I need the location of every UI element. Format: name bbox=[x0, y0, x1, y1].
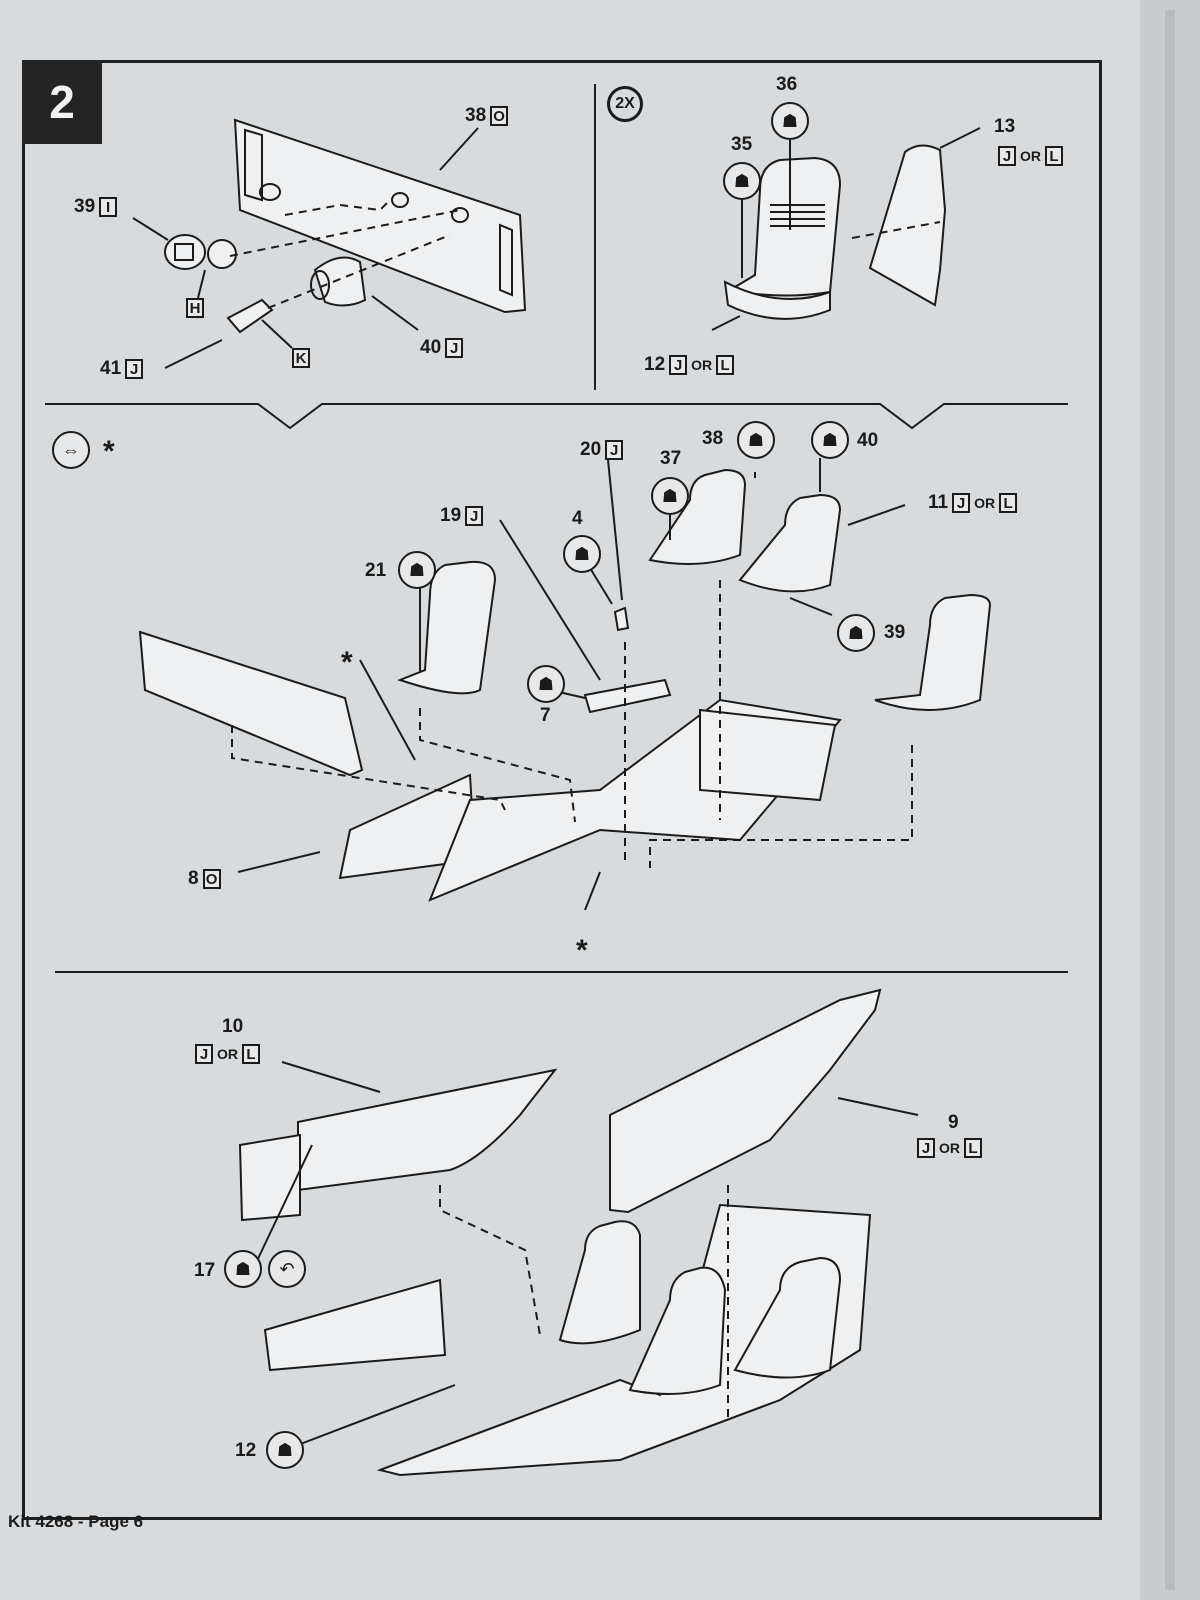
console-19 bbox=[583, 678, 672, 714]
paint-icon: ☗ bbox=[723, 162, 761, 200]
page-footer: Kit 4268 - Page 6 bbox=[8, 1512, 144, 1531]
part-label-9-number: 9 bbox=[948, 1112, 959, 1133]
paint-ref-12: 12 bbox=[235, 1440, 257, 1461]
paint-ref-35: 35 bbox=[731, 134, 753, 155]
shifter-20 bbox=[613, 606, 630, 632]
step-number: 2 bbox=[22, 60, 102, 144]
seat-back-13 bbox=[868, 144, 947, 307]
paint-icon: ☗ bbox=[837, 614, 875, 652]
part-41 bbox=[226, 298, 274, 334]
part-label-K: K bbox=[292, 348, 310, 368]
star-note-marker: * bbox=[103, 435, 115, 468]
paint-ref-39: 39 bbox=[884, 622, 906, 643]
paint-icon: ☗ bbox=[224, 1250, 262, 1288]
paint-icon: ☗ bbox=[651, 477, 689, 515]
paint-icon: ☗ bbox=[737, 421, 775, 459]
paint-icon: ☗ bbox=[563, 535, 601, 573]
part-label-H: H bbox=[186, 298, 204, 318]
rear-seat-40 bbox=[738, 493, 842, 593]
door-panel-10 bbox=[297, 1068, 558, 1192]
panel-divider-upper bbox=[45, 403, 1068, 430]
multiplier-badge: 2X bbox=[607, 86, 643, 122]
page-edge bbox=[1165, 10, 1175, 1590]
assembled-side bbox=[263, 1278, 447, 1372]
panel-divider-vertical bbox=[594, 84, 596, 390]
rear-seat-37 bbox=[648, 468, 747, 565]
paint-icon: ☗ bbox=[811, 421, 849, 459]
paint-ref-36: 36 bbox=[776, 74, 798, 95]
dash-panel-38 bbox=[233, 118, 527, 314]
glue-icon: ⇔ bbox=[52, 431, 90, 469]
front-seat-right bbox=[874, 593, 992, 711]
paint-ref-21: 21 bbox=[365, 560, 387, 581]
paint-icon: ☗ bbox=[771, 102, 809, 140]
paint-icon: ☗ bbox=[398, 551, 436, 589]
paint-icon: ☗ bbox=[527, 665, 565, 703]
star-note-marker: * bbox=[341, 646, 353, 679]
step-frame bbox=[22, 60, 1102, 1520]
sand-icon: ↶ bbox=[268, 1250, 306, 1288]
knob-39 bbox=[164, 234, 206, 270]
paint-ref-40: 40 bbox=[857, 430, 879, 451]
part-label-10-number: 10 bbox=[222, 1016, 244, 1037]
paint-ref-37: 37 bbox=[660, 448, 682, 469]
dash-assembly bbox=[138, 630, 364, 777]
paint-ref-38: 38 bbox=[702, 428, 724, 449]
star-note-marker: * bbox=[576, 934, 588, 967]
paint-ref-7: 7 bbox=[540, 705, 551, 726]
paint-ref-4: 4 bbox=[572, 508, 583, 529]
paint-ref-17: 17 bbox=[194, 1260, 216, 1281]
door-panel-9 bbox=[609, 988, 882, 1214]
part-label-13-number: 13 bbox=[994, 116, 1016, 137]
paint-icon: ☗ bbox=[266, 1431, 304, 1469]
